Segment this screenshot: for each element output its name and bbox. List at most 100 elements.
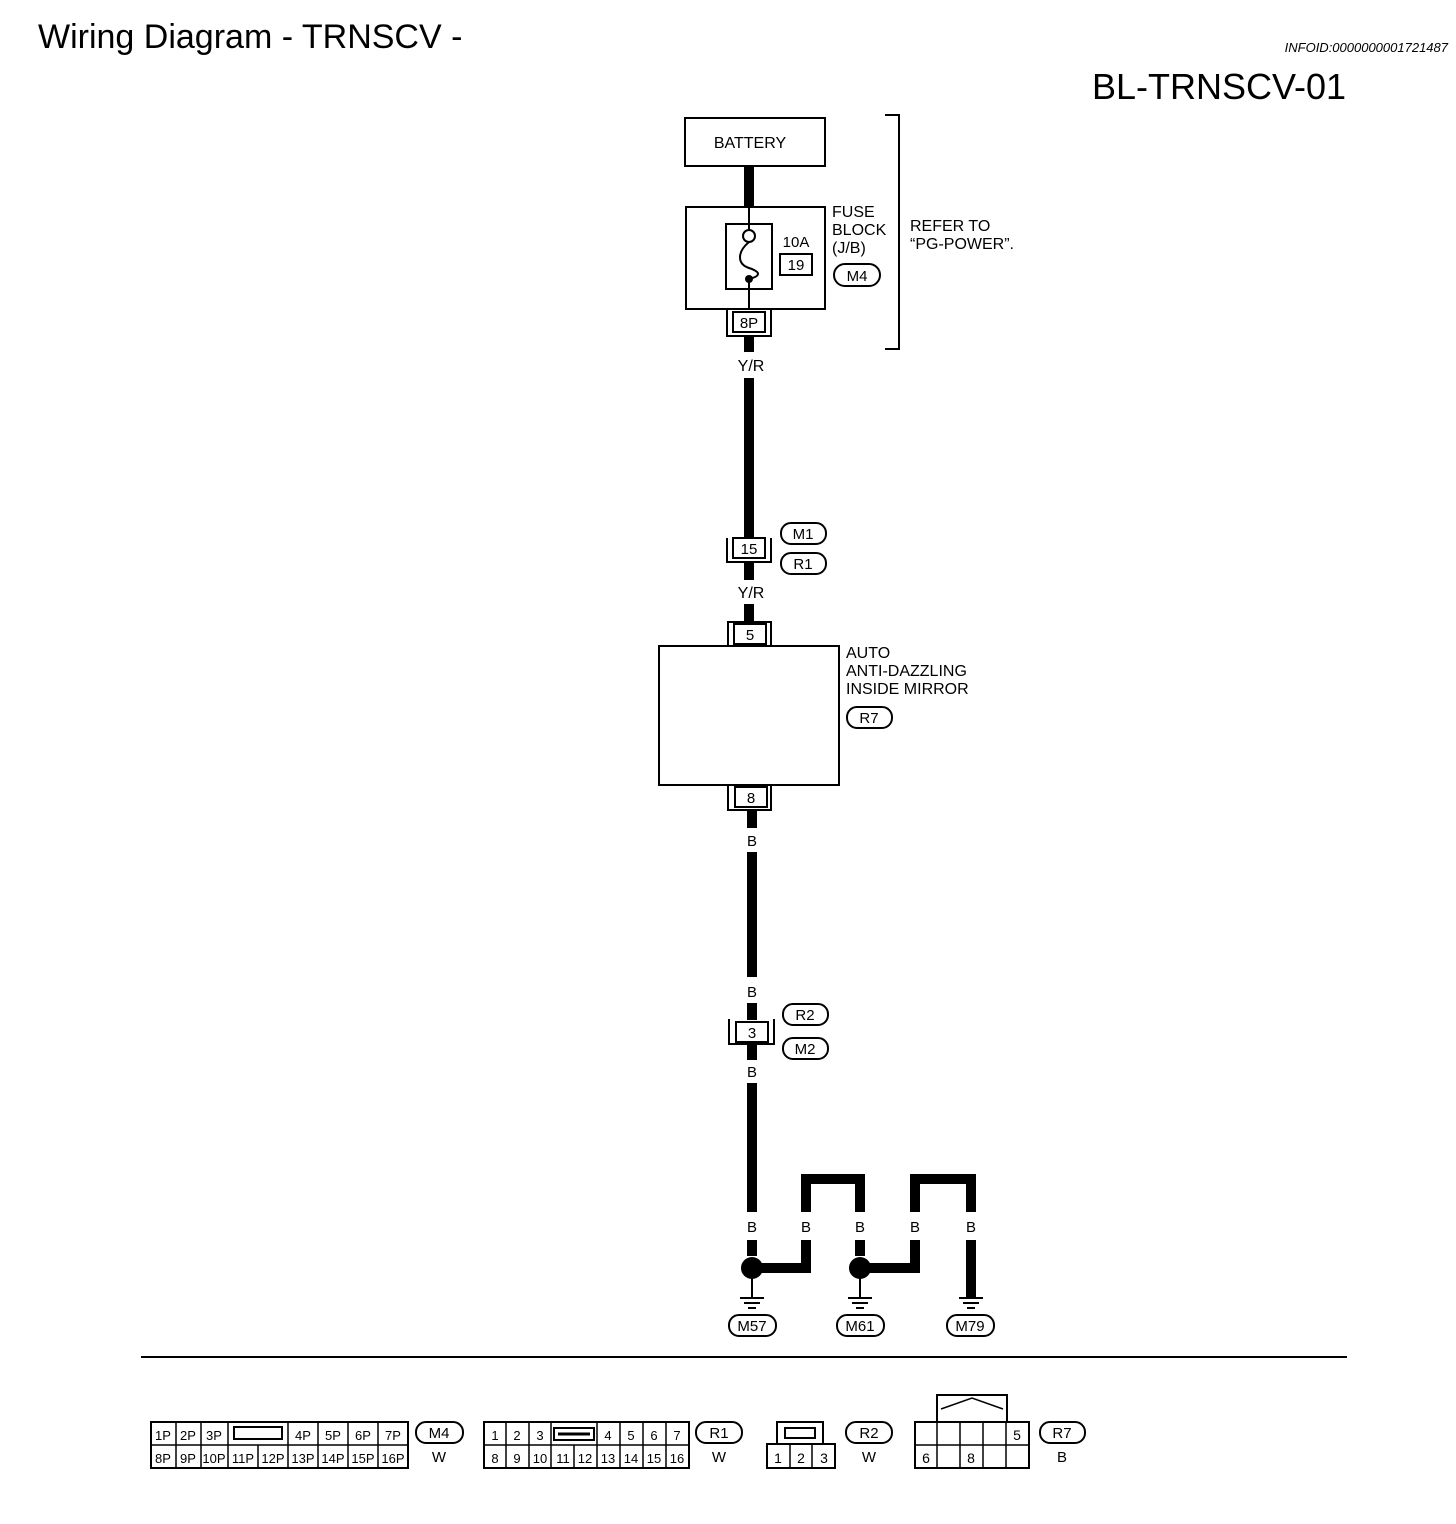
page-title: Wiring Diagram - TRNSCV - [38, 18, 463, 56]
r2-pin: 3 [820, 1450, 828, 1466]
mirror-pin-in: 5 [746, 627, 754, 644]
ground-wire-label-1: B [747, 1219, 757, 1236]
r1-pin: 12 [578, 1451, 592, 1466]
m4-pin: 13P [291, 1451, 314, 1466]
wire-color-ground-2: B [747, 984, 757, 1001]
junction-lower-pin: 3 [748, 1025, 756, 1042]
m4-pin: 12P [261, 1451, 284, 1466]
m4-pin: 10P [202, 1451, 225, 1466]
r1-pin: 10 [533, 1451, 547, 1466]
ground-point-m57: M57 [737, 1318, 766, 1335]
wire-color-power-1: Y/R [738, 358, 765, 375]
junction-upper-conn-top: M1 [793, 526, 814, 543]
wire-color-ground-1: B [747, 833, 757, 850]
fuse-connector-badge [833, 263, 881, 287]
m4-pin: 2P [180, 1428, 196, 1443]
wire-color-ground-3: B [747, 1064, 757, 1081]
r1-pin: 3 [536, 1428, 543, 1443]
m4-pin: 8P [155, 1451, 171, 1466]
ground-symbol-m57 [740, 1297, 764, 1309]
m4-pin: 14P [321, 1451, 344, 1466]
mirror-pin-out: 8 [747, 790, 755, 807]
r1-pin: 4 [604, 1428, 611, 1443]
m4-pin: 9P [180, 1451, 196, 1466]
r2-pin: 2 [797, 1450, 805, 1466]
m4-pin: 1P [155, 1428, 171, 1443]
battery-label: BATTERY [714, 135, 787, 152]
fuse-number: 19 [788, 257, 805, 274]
ground-wire-label-2: B [801, 1219, 811, 1236]
ground-point-m61: M61 [845, 1318, 874, 1335]
m4-connector-color: W [432, 1449, 447, 1466]
fuse-terminal-label: 8P [740, 315, 758, 332]
r7-pin: 8 [967, 1450, 975, 1466]
r1-pin: 1 [491, 1428, 498, 1443]
m4-pin: 16P [381, 1451, 404, 1466]
fuse-block: 10A 19 [685, 206, 826, 310]
r1-connector-color: W [712, 1449, 727, 1466]
fuse-terminal: 8P [726, 309, 772, 337]
junction-upper-conn-bottom: R1 [793, 556, 812, 573]
r1-pin: 5 [627, 1428, 634, 1443]
diagram-code: BL-TRNSCV-01 [1092, 66, 1347, 107]
m4-pin: 4P [295, 1428, 311, 1443]
refer-label-1: REFER TO [910, 218, 990, 235]
ground-network: B B B B B M57 M61 [728, 1174, 995, 1337]
r1-connector-label: R1 [709, 1425, 728, 1442]
r2-connector-label: R2 [859, 1425, 878, 1442]
m4-pin: 15P [351, 1451, 374, 1466]
fuse-rating: 10A [783, 234, 810, 251]
r1-pin: 6 [650, 1428, 657, 1443]
refer-label-2: “PG-POWER”. [910, 236, 1014, 253]
ground-symbol-m79 [959, 1297, 983, 1309]
fuse-connector-label: M4 [847, 268, 868, 285]
junction-upper-pin: 15 [741, 541, 758, 558]
r1-pin: 14 [624, 1451, 638, 1466]
r1-pin: 15 [647, 1451, 661, 1466]
ground-wire-label-5: B [966, 1219, 976, 1236]
m4-pin: 3P [206, 1428, 222, 1443]
mirror-label-2: ANTI-DAZZLING [846, 663, 967, 680]
ground-point-m79: M79 [955, 1318, 984, 1335]
refer-bracket [885, 114, 900, 350]
m4-pin: 5P [325, 1428, 341, 1443]
r1-pin: 9 [513, 1451, 520, 1466]
ground-wire-label-3: B [855, 1219, 865, 1236]
fuse-icon [739, 241, 759, 280]
m4-pin: 6P [355, 1428, 371, 1443]
r7-connector-color: B [1057, 1449, 1067, 1466]
m4-pin: 11P [232, 1451, 254, 1466]
fuse-block-label-2: BLOCK [832, 222, 887, 239]
ground-wire-label-4: B [910, 1219, 920, 1236]
r1-pin: 2 [513, 1428, 520, 1443]
connector-r7: 5 6 8 R7 B [914, 1394, 1086, 1469]
mirror-label-3: INSIDE MIRROR [846, 681, 969, 698]
fuse-block-label-1: FUSE [832, 204, 875, 221]
r1-pin: 16 [670, 1451, 684, 1466]
mirror-connector-badge [846, 706, 893, 729]
info-id: INFOID:0000000001721487 [1284, 40, 1448, 55]
r2-pin: 1 [774, 1450, 782, 1466]
r1-pin: 13 [601, 1451, 615, 1466]
junction-lower-conn-top: R2 [795, 1007, 814, 1024]
fuse-block-label-3: (J/B) [832, 240, 866, 257]
junction-lower-conn-bottom: M2 [795, 1041, 816, 1058]
ground-symbol-m61 [848, 1297, 872, 1309]
auto-anti-dazzling-mirror: 5 8 [658, 621, 840, 811]
r1-pin: 7 [673, 1428, 680, 1443]
mirror-connector-label: R7 [859, 710, 878, 727]
r1-pin: 11 [556, 1451, 570, 1466]
junction-connector-upper: 15 M1 R1 [726, 522, 827, 575]
connector-r2: 1 2 3 R2 W [766, 1421, 893, 1469]
connector-r1: 1 2 3 4 5 6 7 8 9 10 11 12 13 14 15 16 R… [483, 1421, 743, 1469]
m4-connector-label: M4 [429, 1425, 450, 1442]
r7-pin: 5 [1013, 1427, 1021, 1443]
connector-m4: 1P 2P 3P 4P 5P 6P 7P 8P 9P 10P 11P 12P 1… [150, 1421, 464, 1469]
battery: BATTERY [684, 117, 826, 167]
r1-pin: 8 [491, 1451, 498, 1466]
junction-connector-lower: 3 R2 M2 [728, 1003, 829, 1060]
r2-connector-color: W [862, 1449, 877, 1466]
r7-pin: 6 [922, 1450, 930, 1466]
m4-pin: 7P [385, 1428, 401, 1443]
